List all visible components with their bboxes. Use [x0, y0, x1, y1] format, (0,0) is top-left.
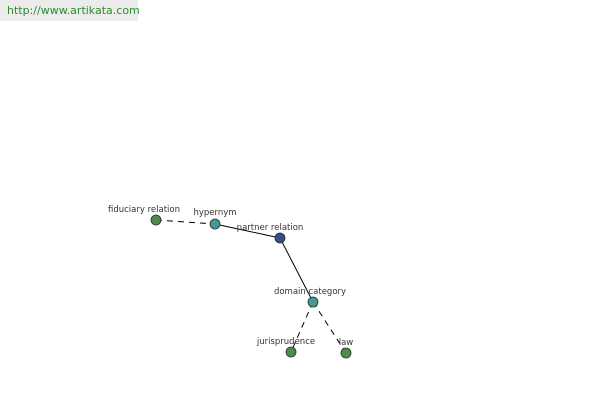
node-partner[interactable] [274, 232, 286, 244]
node-label-law: law [339, 338, 354, 348]
node-law[interactable] [340, 347, 352, 359]
node-fiduciary[interactable] [150, 214, 162, 226]
graph-nodes [150, 214, 352, 359]
node-label-domain: domain category [274, 287, 346, 297]
edge-partner-domain [279, 237, 314, 303]
edge-domain-jurisprudence [290, 301, 314, 353]
node-label-fiduciary: fiduciary relation [108, 205, 180, 215]
watermark-url: http://www.artikata.com [0, 0, 140, 21]
node-hypernym[interactable] [209, 218, 221, 230]
edge-fiduciary-hypernym [155, 219, 216, 225]
node-domain[interactable] [307, 296, 319, 308]
graph-edges [155, 219, 347, 354]
node-label-jurisprudence: jurisprudence [256, 337, 315, 347]
node-label-partner: partner relation [237, 223, 304, 233]
node-jurisprudence[interactable] [285, 346, 297, 358]
node-label-hypernym: hypernym [193, 208, 236, 218]
edge-hypernym-partner [214, 223, 281, 239]
